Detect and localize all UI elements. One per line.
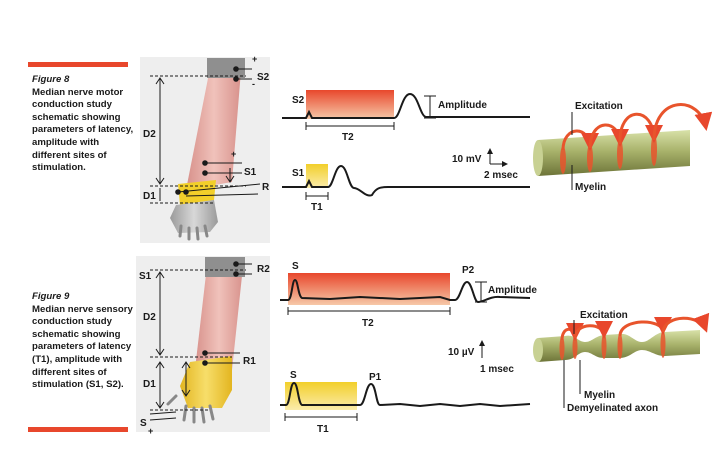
- fig8-nerve: Excitation Myelin: [533, 101, 713, 193]
- fig9-excitation-label: Excitation: [580, 310, 628, 321]
- fig9-scale-v: 10 µV: [448, 347, 475, 358]
- fig9-hand-highlight: [180, 356, 232, 408]
- fig9-trace-s2: [280, 381, 531, 408]
- fig8-latency-t1-box: [306, 164, 328, 188]
- fig8-s1-label: S1: [244, 167, 257, 178]
- fig8-excitation-label: Excitation: [575, 101, 623, 112]
- fig8-d2-label: D2: [143, 129, 156, 140]
- fig8-caption: Figure 8 Median nerve motor conduction s…: [32, 74, 140, 175]
- fig9-accent-bar: [28, 427, 128, 432]
- fig9-d1-label: D1: [143, 379, 156, 390]
- fig9-caption: Figure 9 Median nerve sensory conduction…: [32, 291, 140, 392]
- fig9-t1-label: T1: [317, 424, 329, 435]
- fig8-arm-panel: + - S2 + S1 R D2 D1: [140, 54, 270, 243]
- fig9-trace-s-bottom-label: S: [290, 370, 297, 381]
- fig8-d1-label: D1: [143, 191, 156, 202]
- fig8-s2-minus: -: [252, 79, 255, 89]
- fig9-p2-label: P2: [462, 265, 475, 276]
- fig9-plus: +: [148, 426, 153, 436]
- fig8-scale-v: 10 mV: [452, 154, 482, 165]
- fig8-traces: S2 T2 Amplitude S1 T1 10 mV 2 msec: [282, 90, 530, 213]
- fig8-myelin-label: Myelin: [575, 182, 606, 193]
- fig8-r-label: R: [262, 182, 270, 193]
- fig9-latency-t2-box: [288, 273, 450, 305]
- fig8-scale-t: 2 msec: [484, 170, 518, 181]
- fig8-forearm: [186, 58, 242, 190]
- fig8-upper-cuff: [207, 58, 245, 78]
- fig8-t1-label: T1: [311, 202, 323, 213]
- fig8-t2-label: T2: [342, 132, 354, 143]
- fig8-trace-s2-label: S2: [292, 95, 305, 106]
- fig8-amplitude-label: Amplitude: [438, 100, 487, 111]
- fig9-t2-label: T2: [362, 318, 374, 329]
- fig8-accent-bar: [28, 62, 128, 67]
- fig9-nerve: Excitation Myelin Demyelinated axon: [533, 310, 710, 414]
- fig8-s2-plus: +: [252, 54, 257, 64]
- fig8-s2-label: S2: [257, 72, 270, 83]
- fig9-arm-panel: S1 R2 R1 D2 D1 S +: [136, 256, 270, 436]
- fig8-s1-plus: +: [231, 149, 236, 159]
- fig9-traces: S P2 T2 Amplitude S P1 T1 10 µV 1 msec: [280, 261, 537, 435]
- fig9-scale-t: 1 msec: [480, 364, 514, 375]
- fig8-trace-s1-label: S1: [292, 168, 305, 179]
- fig9-myelin-label: Myelin: [584, 390, 615, 401]
- fig9-trace-s-top-label: S: [292, 261, 299, 272]
- fig9-amplitude-label: Amplitude: [488, 285, 537, 296]
- fig8-hand: [170, 200, 218, 233]
- fig8-caption-label: Figure 8: [32, 74, 70, 85]
- fig9-demyelinated-label: Demyelinated axon: [567, 403, 658, 414]
- fig8-trace-s2: [282, 92, 530, 119]
- fig8-caption-text: Median nerve motor conduction study sche…: [32, 86, 134, 174]
- fig8-latency-t2-box: [306, 90, 394, 119]
- fig9-r1-label: R1: [243, 356, 256, 367]
- fig8-trace-s1: [282, 164, 530, 197]
- fig9-s-label: S: [140, 418, 147, 429]
- fig9-r2-label: R2: [257, 264, 270, 275]
- fig9-p1-label: P1: [369, 372, 382, 383]
- fig9-caption-text: Median nerve sensory conduction study sc…: [32, 303, 133, 391]
- fig9-d2-label: D2: [143, 312, 156, 323]
- fig9-s1-label: S1: [139, 271, 152, 282]
- fig9-caption-label: Figure 9: [32, 291, 70, 302]
